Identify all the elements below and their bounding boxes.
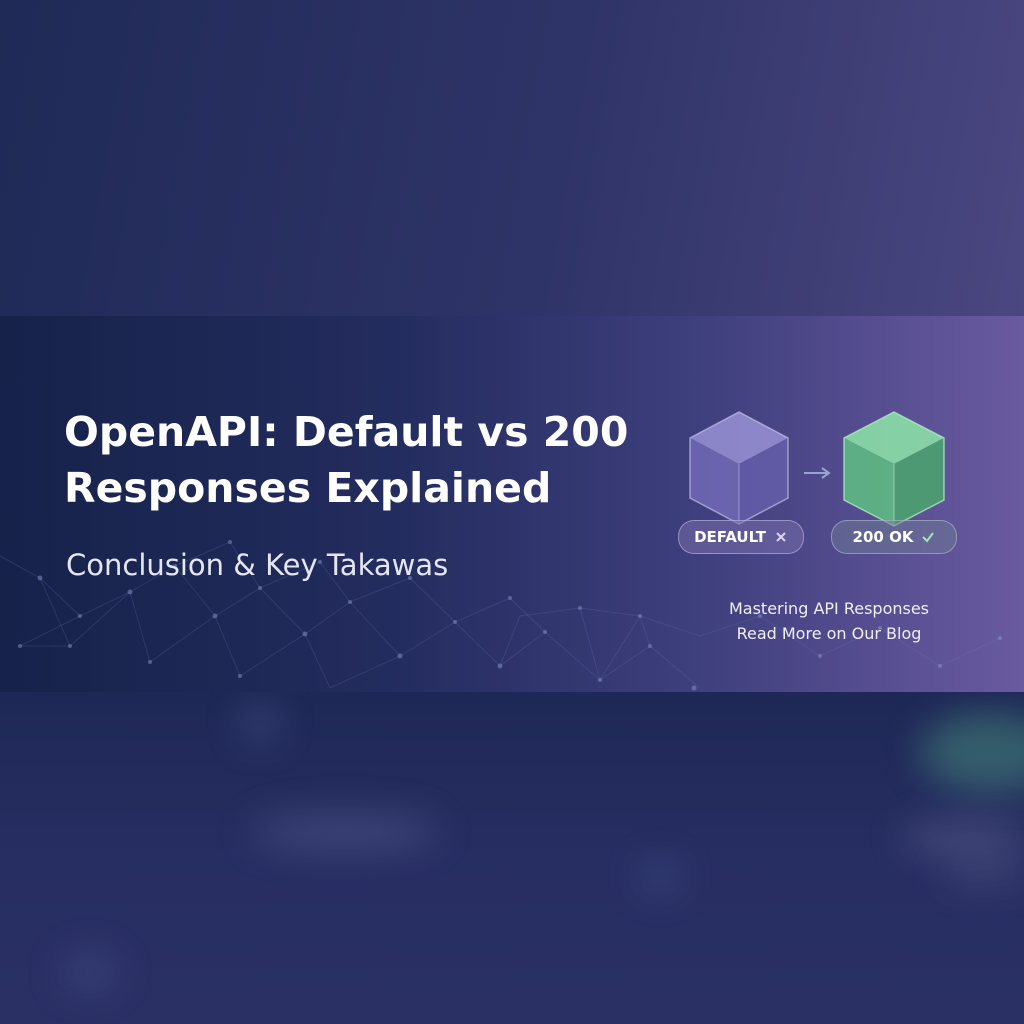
default-badge-label: DEFAULT: [694, 528, 766, 546]
blog-tagline: Mastering API Responses: [728, 599, 930, 618]
ok-cube-icon: [843, 411, 945, 527]
blurred-shape: [60, 952, 120, 992]
title-line-2: Responses Explained: [64, 464, 552, 512]
blurred-shape: [240, 702, 280, 742]
title-line-1: OpenAPI: Default vs 200: [64, 408, 629, 456]
background-bottom: [0, 692, 1024, 1024]
ok-badge-label: 200 OK: [852, 528, 914, 546]
check-icon: [922, 532, 935, 543]
default-badge: DEFAULT: [678, 520, 804, 554]
subtitle: Conclusion & Key Takawas: [66, 548, 449, 582]
close-icon: [776, 532, 786, 542]
blurred-shape: [900, 822, 1024, 852]
default-cube-icon: [689, 411, 789, 525]
blurred-shape: [940, 862, 1024, 884]
blurred-shape: [640, 862, 680, 892]
blurred-shape: [920, 712, 1024, 792]
hero-banner: OpenAPI: Default vs 200 Responses Explai…: [0, 316, 1024, 692]
arrow-right-icon: [804, 467, 831, 479]
blog-link[interactable]: Read More on Our Blog: [736, 624, 922, 643]
network-pattern: [0, 540, 1002, 691]
blog-callout: Mastering API Responses Read More on Our…: [694, 596, 964, 646]
blurred-shape: [250, 812, 440, 852]
background-top: [0, 0, 1024, 316]
page-title: OpenAPI: Default vs 200 Responses Explai…: [64, 404, 664, 516]
ok-badge: 200 OK: [831, 520, 957, 554]
